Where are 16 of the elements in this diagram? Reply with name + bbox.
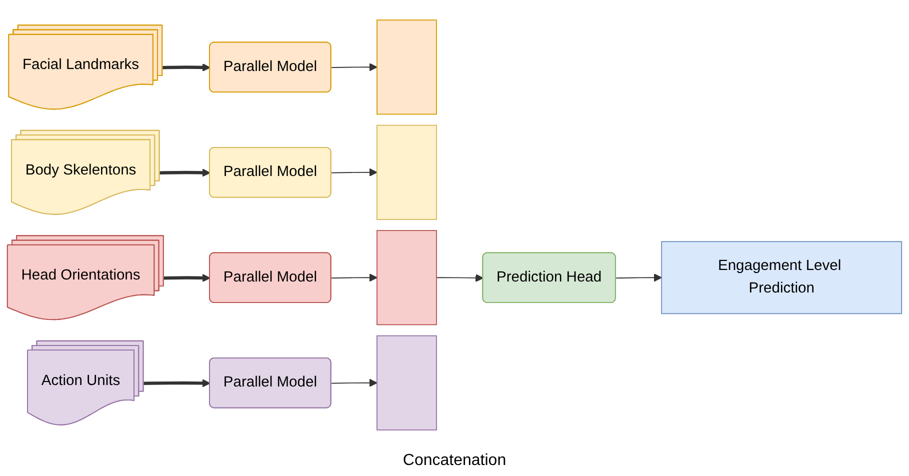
note-label: Concatenation: [402, 452, 506, 469]
node-bar: [376, 335, 437, 430]
arrow: [160, 168, 210, 177]
arrow: [436, 274, 484, 282]
arrow: [330, 63, 378, 72]
arrow: [330, 168, 378, 176]
arrow: [330, 274, 378, 282]
arrow: [144, 379, 210, 388]
node-bar: [376, 20, 437, 115]
node-bar: [376, 124, 437, 220]
node-box: Engagement Level Prediction: [661, 241, 902, 314]
arrow: [330, 378, 378, 387]
node-bar: [376, 230, 437, 326]
arrow: [164, 274, 210, 282]
arrow: [162, 63, 210, 72]
arrow: [615, 274, 662, 282]
